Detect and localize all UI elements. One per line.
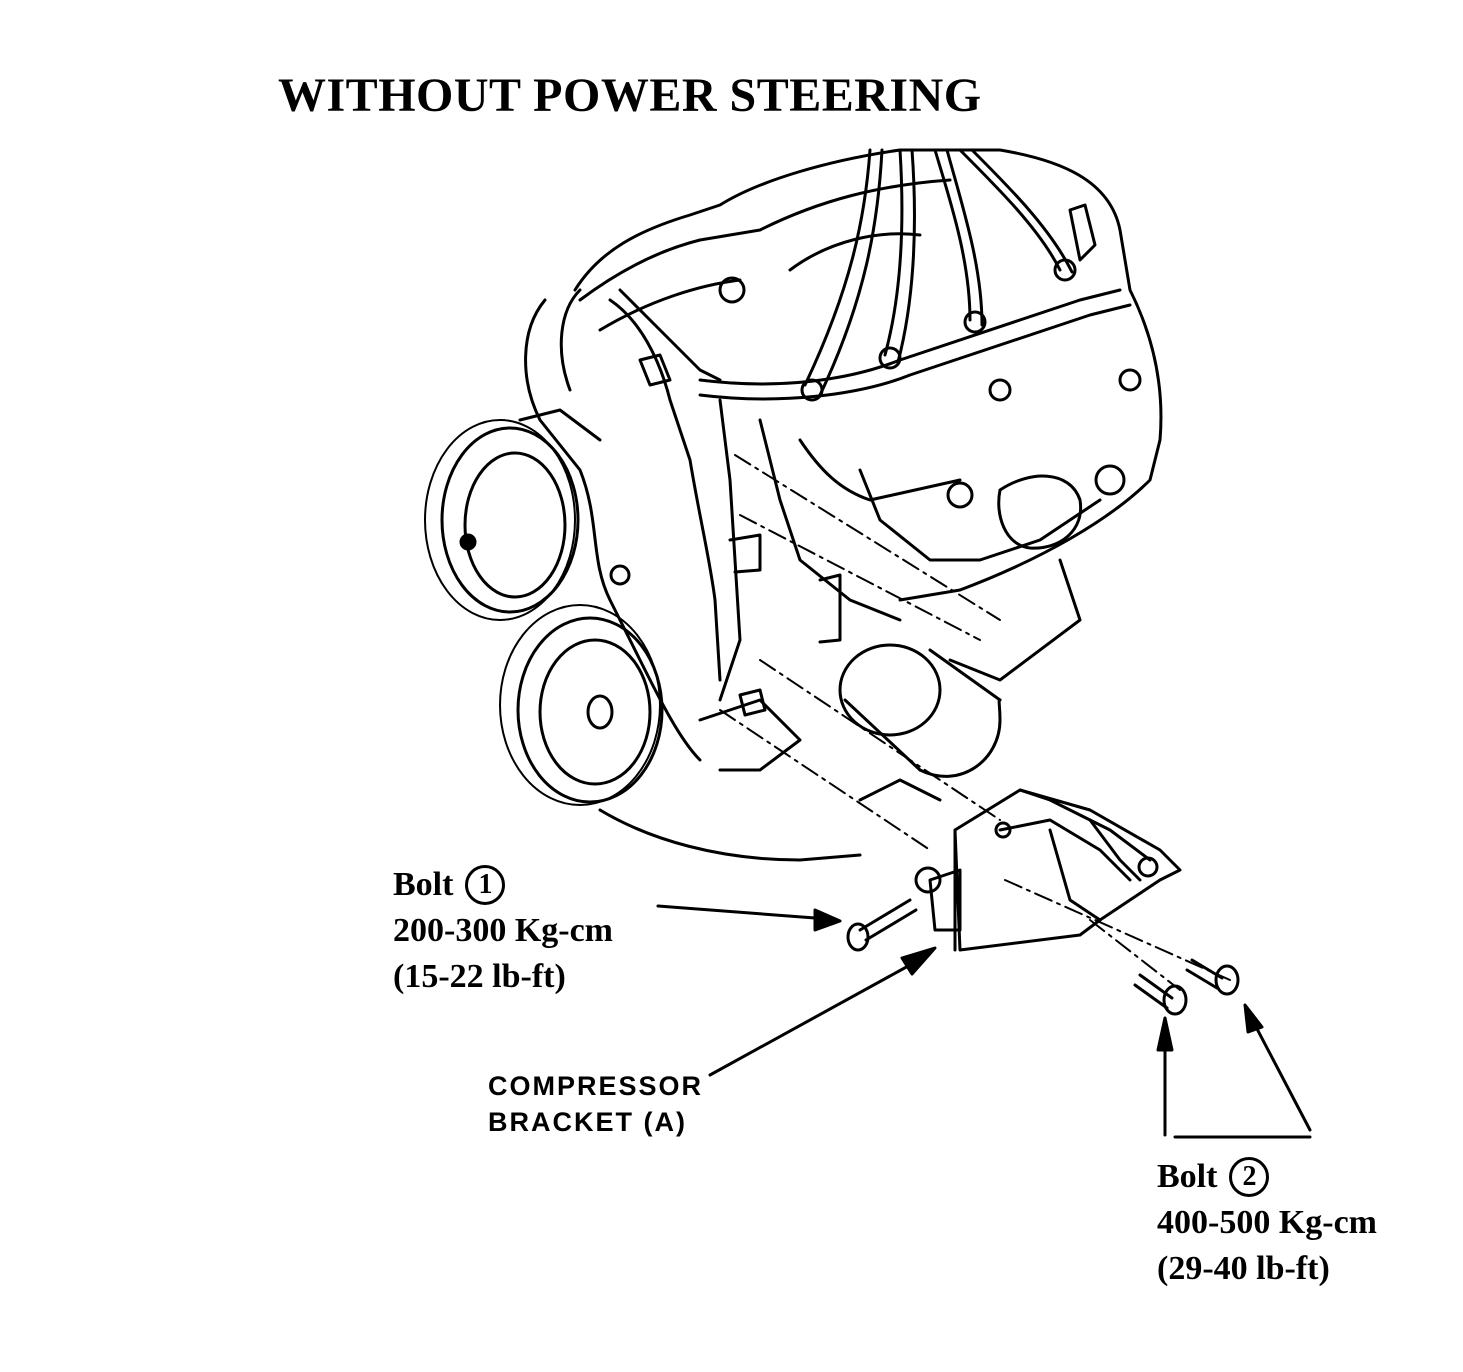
bolt-1-callout: Bolt 1 200-300 Kg-cm (15-22 lb-ft) <box>393 862 613 1000</box>
engine-block <box>698 398 1126 802</box>
bolt-2-number-badge: 2 <box>1229 1157 1270 1197</box>
bolt-2-torque-imperial: (29-40 lb-ft) <box>1157 1250 1330 1287</box>
crankshaft-pulley <box>499 604 862 862</box>
compressor-bracket-line-2: BRACKET (A) <box>488 1107 687 1137</box>
bolt-1-torque-metric: 200-300 Kg-cm <box>393 912 614 949</box>
bolt-2-heading: Bolt 2 <box>1157 1154 1377 1200</box>
bolt-1-torque-imperial: (15-22 lb-ft) <box>393 958 566 995</box>
timing-belt-cover <box>524 288 722 762</box>
bolt-1-heading: Bolt 1 <box>393 862 613 908</box>
compressor-bracket <box>914 788 1182 952</box>
bolt-1-shape <box>846 898 918 952</box>
bolt-2-callout: Bolt 2 400-500 Kg-cm (29-40 lb-ft) <box>1157 1154 1377 1292</box>
spark-plug-wires <box>800 148 1097 402</box>
upper-pulley <box>424 408 602 621</box>
compressor-bracket-label: COMPRESSOR BRACKET (A) <box>488 1068 703 1140</box>
bolt-2-shapes <box>1133 958 1240 1016</box>
bolt-1-number-badge: 1 <box>465 865 506 905</box>
page-title: WITHOUT POWER STEERING <box>278 69 982 122</box>
compressor-bracket-line-1: COMPRESSOR <box>488 1071 704 1101</box>
oil-filter <box>838 643 1002 778</box>
bolt-2-word: Bolt <box>1157 1158 1218 1195</box>
leader-lines <box>656 904 1312 1139</box>
alignment-lines <box>719 454 1231 991</box>
bolt-2-torque-metric: 400-500 Kg-cm <box>1157 1204 1378 1241</box>
bolt-1-word: Bolt <box>393 866 454 903</box>
